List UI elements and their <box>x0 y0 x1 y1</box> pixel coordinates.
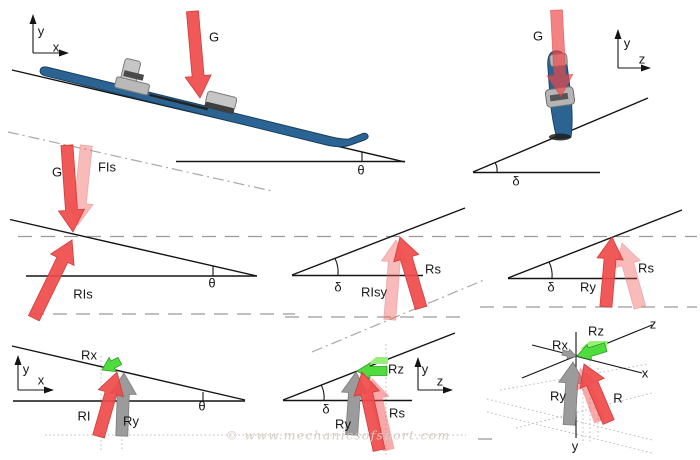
previous-reaction-label: RIsy <box>361 284 387 300</box>
x-component-label: Rx <box>81 347 97 363</box>
axis-y-label: y <box>22 361 30 377</box>
gravity-label: G <box>208 29 220 45</box>
yz-axes <box>614 29 651 72</box>
axis-x-label: x <box>641 365 649 381</box>
components-side-diagram <box>11 345 246 441</box>
y-component-label: Ry <box>123 413 139 429</box>
axis-z-label: z <box>649 316 657 332</box>
edge-angle-label: δ <box>334 279 342 295</box>
slope-angle-label: θ <box>357 162 365 178</box>
slope-line <box>507 209 683 279</box>
force-decomposition-side-diagram <box>9 143 258 325</box>
yz-axes <box>414 357 453 394</box>
angle-arc <box>494 162 498 173</box>
reaction-label: RIs <box>73 286 93 302</box>
slope-parallel-dashdot-line-2 <box>311 279 485 353</box>
slope-angle-label: θ <box>208 275 216 291</box>
angle-arc <box>548 261 553 279</box>
z-component-label: Rz <box>388 361 404 377</box>
vertical-reaction-arrow <box>592 235 626 309</box>
slope-line <box>291 207 466 276</box>
edge-angle-label: δ <box>512 173 520 189</box>
axis-y-label: y <box>623 35 631 51</box>
components-3d-diagram <box>478 324 653 454</box>
axis-y-label: y <box>421 361 429 377</box>
ski-body <box>39 66 369 148</box>
watermark: © www.mechanicsofsport.com <box>225 427 451 443</box>
angle-arc <box>320 384 325 401</box>
axis-x-label: x <box>52 39 60 55</box>
axis-x-label: x <box>37 372 45 388</box>
x-component-arrow <box>97 353 124 378</box>
previous-reaction-label: Rs <box>638 260 654 276</box>
ski-image <box>39 58 369 148</box>
x-component-label: Rx <box>552 337 568 353</box>
reaction-label: RI <box>77 408 91 424</box>
slope-parallel-dashdot-line <box>7 131 273 192</box>
edge-angle-label: δ <box>547 279 555 295</box>
components-front-diagram <box>282 332 456 454</box>
binding-detail <box>549 92 569 102</box>
y-component-label: Ry <box>550 388 566 404</box>
slope-reaction-front-diagram <box>291 207 466 322</box>
slope-reaction-arrow <box>21 233 85 325</box>
gravity-force-arrow <box>178 9 214 100</box>
reaction-label: Rs <box>389 405 405 421</box>
ski-base-edge <box>549 133 571 141</box>
axis-y-label: y <box>37 23 45 39</box>
reaction-label: Rs <box>425 261 441 277</box>
ski-side-view-diagram <box>11 9 406 163</box>
slope-load-label: FIs <box>97 159 117 175</box>
binding-heel-piece <box>204 90 238 114</box>
z-component-label: Rz <box>588 323 604 339</box>
vertical-reaction-label: Ry <box>580 279 596 295</box>
slope-line <box>9 218 258 277</box>
xy-axes <box>29 14 69 57</box>
resultant-label: R <box>613 390 623 406</box>
vertical-reaction-front-diagram <box>507 209 683 312</box>
angle-arc <box>334 258 339 276</box>
ski-front-view-diagram <box>472 8 651 174</box>
z-component-top-face <box>368 357 388 364</box>
axis-y-label: y <box>571 438 579 454</box>
binding-toe-piece <box>114 58 151 96</box>
gravity-label: G <box>532 28 544 44</box>
axis-z-label: z <box>436 373 444 389</box>
xy-axes <box>14 355 54 394</box>
edge-angle-label: δ <box>322 401 330 417</box>
slope-angle-label: θ <box>198 398 206 414</box>
axis-z-label: z <box>638 51 646 67</box>
y-component-label: Ry <box>335 416 351 432</box>
gravity-label: G <box>51 164 63 180</box>
slope-line <box>11 345 246 401</box>
ski-brake-bar <box>149 93 209 111</box>
